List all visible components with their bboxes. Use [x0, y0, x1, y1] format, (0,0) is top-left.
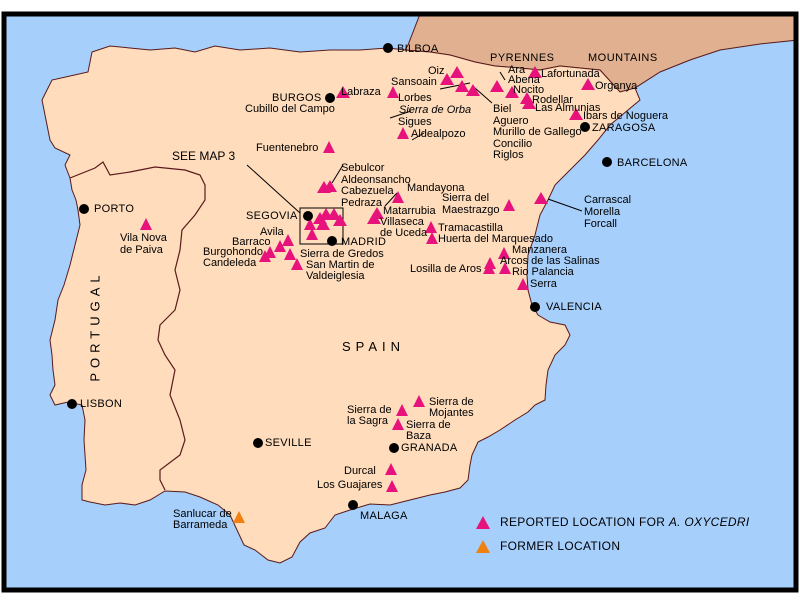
location-label: Sierra del	[442, 192, 490, 204]
city-markers	[67, 43, 612, 510]
location-label: Pedraza	[341, 197, 382, 209]
location-label: Cubillo del Campo	[245, 103, 335, 115]
location-label: Cabezuela	[341, 185, 394, 197]
location-label: Barraco	[232, 236, 271, 248]
location-label: Forcall	[584, 218, 618, 230]
orange-triangle-icon	[476, 539, 490, 553]
legend-reported-text: REPORTED LOCATION FOR	[500, 515, 669, 529]
location-label: Riglos	[493, 149, 524, 161]
location-label: Ibars de Noguera	[583, 110, 668, 122]
map-frame	[1, 11, 799, 593]
city-label-zaragosa: ZARAGOSA	[592, 122, 656, 134]
location-label: Rodellar	[532, 94, 573, 106]
location-label: Carrascal	[584, 194, 632, 206]
city-label-porto: PORTO	[94, 203, 135, 215]
magenta-triangle-icon	[476, 515, 490, 529]
location-label: Vila Nova	[120, 232, 167, 244]
city-label-bilboa: BILBOA	[397, 43, 439, 55]
reported-location-markers	[140, 66, 595, 492]
city-label-valencia: VALENCIA	[546, 301, 602, 313]
legend-reported: REPORTED LOCATION FOR A. OXYCEDRI	[476, 510, 750, 534]
location-label: Biel	[493, 103, 512, 115]
location-label-former: Sanlucar de	[173, 508, 232, 520]
location-label: Las Almunias	[535, 102, 601, 114]
location-label: Concilio	[493, 138, 533, 150]
location-label: Labraza	[341, 86, 381, 98]
legend-species: A. OXYCEDRI	[668, 515, 750, 529]
location-label: Sierra de Gredos	[300, 248, 384, 260]
location-label: Sierra de Orba	[399, 104, 472, 116]
iberia-land	[41, 45, 641, 564]
city-label-burgos: BURGOS	[272, 92, 322, 104]
location-label: Nocito	[513, 84, 545, 96]
location-label: Manzanera	[512, 244, 568, 256]
former-location-marker	[233, 511, 245, 523]
location-label: Tramacastilla	[438, 222, 503, 234]
location-label: Aguero	[493, 115, 529, 127]
location-label: Maestrazgo	[442, 204, 500, 216]
city-label-lisbon: LISBON	[80, 398, 123, 410]
location-label: Morella	[584, 206, 621, 218]
location-label: Mojantes	[429, 407, 474, 419]
location-label: Sierra de	[406, 419, 451, 431]
location-label: Candeleda	[203, 257, 257, 269]
location-label: de Paiva	[120, 244, 163, 256]
location-label: Mandayona	[407, 182, 465, 194]
location-label: Valdeiglesia	[306, 270, 365, 282]
city-label-madrid: MADRID	[341, 236, 387, 248]
location-label: Sansoain	[391, 76, 437, 88]
location-label: San Martin de	[306, 259, 375, 271]
city-label-malaga: MALAGA	[360, 510, 408, 522]
region-label-mountains: MOUNTAINS	[588, 52, 658, 64]
location-label: Rio Palancia	[512, 266, 574, 278]
location-label: Ara	[508, 64, 526, 76]
location-label: de Uceda	[380, 227, 428, 239]
location-label: Los Guajares	[317, 479, 383, 491]
city-label-segovia: SEGOVIA	[246, 210, 298, 222]
location-label: Aldealpozo	[411, 128, 466, 140]
location-label: Fuentenebro	[256, 142, 319, 154]
location-label: Aldeonsancho	[341, 174, 411, 186]
location-label: Serra	[530, 278, 557, 290]
location-label: la Sagra	[347, 415, 388, 427]
portugal-border	[69, 161, 206, 491]
location-label: Huerta del Marquesado	[438, 233, 553, 245]
region-label-portugal: PORTUGAL	[87, 270, 103, 382]
location-label: Murillo de Gallego	[493, 126, 582, 138]
location-label: Abena	[508, 74, 540, 86]
location-label: Oiz	[428, 65, 445, 77]
location-label: Villaseca	[380, 216, 424, 228]
map-legend: REPORTED LOCATION FOR A. OXYCEDRI FORMER…	[476, 510, 750, 558]
location-label-former: Barrameda	[173, 519, 228, 531]
city-label-barcelona: BARCELONA	[617, 157, 688, 169]
location-label: Burgohondo	[203, 246, 263, 258]
legend-former: FORMER LOCATION	[476, 534, 750, 558]
city-label-seville: SEVILLE	[265, 437, 312, 449]
location-label: Matarrubia	[383, 205, 436, 217]
region-label-spain: SPAIN	[342, 339, 406, 354]
location-label: Baza	[406, 430, 432, 442]
see-map-3-label: SEE MAP 3	[172, 149, 236, 163]
location-label: Sierra de	[429, 396, 474, 408]
location-label: Losilla de Aros	[410, 263, 482, 275]
region-label-pyrenees: PYRENNES	[490, 52, 555, 64]
location-label: Organya	[595, 80, 638, 92]
location-label: Sebulcor	[341, 162, 385, 174]
location-label: Sierra de	[347, 404, 392, 416]
location-label: Avila	[260, 226, 284, 238]
legend-former-text: FORMER LOCATION	[500, 539, 621, 553]
location-label: Sigues	[398, 116, 432, 128]
city-label-granada: GRANADA	[401, 442, 458, 454]
location-label: Lafortunada	[541, 68, 600, 80]
location-label: Durcal	[344, 465, 376, 477]
location-label: Arcos de las Salinas	[500, 255, 600, 267]
location-label: Lorbes	[398, 92, 432, 104]
